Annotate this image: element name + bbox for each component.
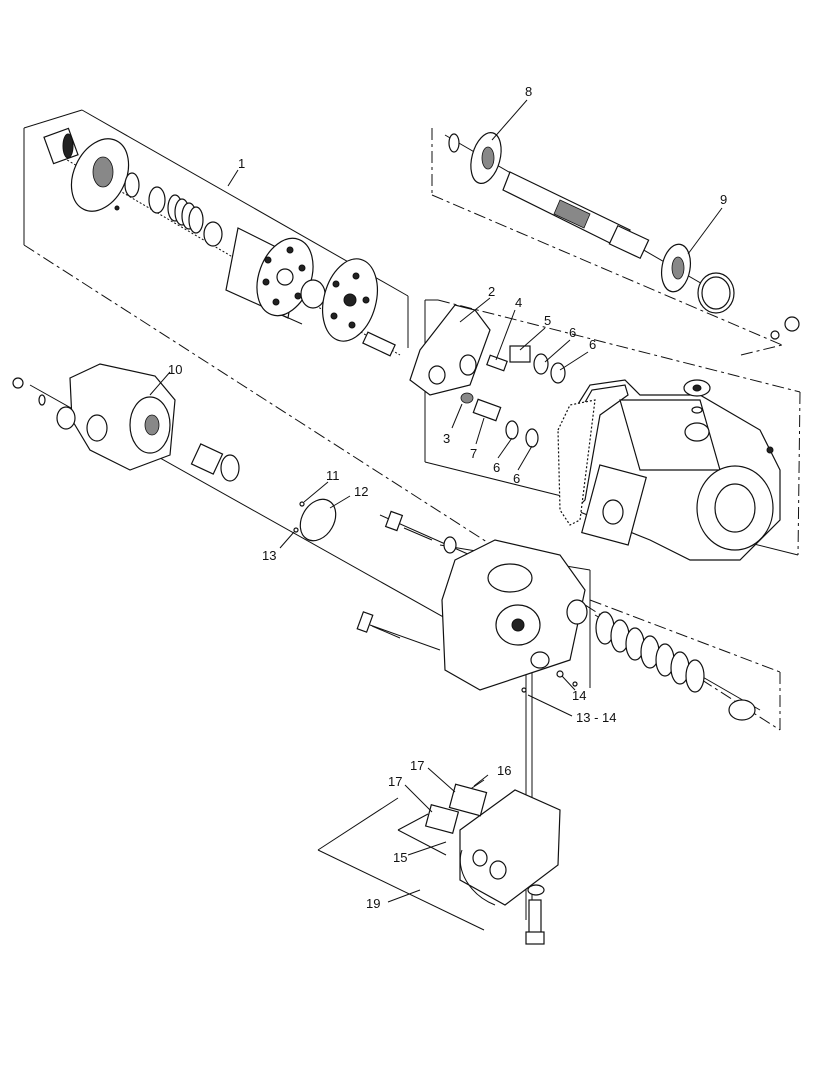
leader-lines — [149, 99, 723, 903]
pump-housing — [557, 316, 800, 561]
label-13: 13 — [262, 548, 276, 563]
label-1: 1 — [238, 156, 245, 171]
label-19: 19 — [366, 896, 380, 911]
solenoid-16-part — [448, 783, 488, 817]
large-spring-part — [595, 611, 705, 693]
label-16: 16 — [497, 763, 511, 778]
oring-12-part — [299, 498, 337, 542]
label-12: 12 — [354, 484, 368, 499]
label-15: 15 — [393, 850, 407, 865]
swashplate-2-part — [409, 304, 491, 396]
label-6-d: 6 — [513, 471, 520, 486]
part-number-labels: 1 2 3 4 5 6 6 6 6 7 8 9 10 11 12 13 14 1… — [168, 84, 727, 911]
label-11: 11 — [326, 468, 340, 483]
shaft-group — [448, 132, 735, 314]
valve-kit-bracket — [317, 779, 485, 931]
rotating-group — [43, 127, 396, 357]
swashplate-group — [409, 304, 566, 448]
label-2: 2 — [488, 284, 495, 299]
ball-3-part — [460, 392, 474, 404]
label-6-b: 6 — [589, 337, 596, 352]
label-4: 4 — [515, 295, 522, 310]
piston-7-part — [472, 398, 502, 422]
label-7: 7 — [470, 446, 477, 461]
valve-block-part — [459, 789, 561, 906]
oring-group — [293, 498, 337, 542]
pin-4-part — [486, 354, 508, 372]
label-10: 10 — [168, 362, 182, 377]
label-8: 8 — [525, 84, 532, 99]
label-6-a: 6 — [569, 325, 576, 340]
label-17-b: 17 — [388, 774, 402, 789]
label-13-14: 13 - 14 — [576, 710, 616, 725]
label-14: 14 — [572, 688, 586, 703]
charge-pump-group — [12, 363, 240, 482]
label-6-c: 6 — [493, 460, 500, 475]
label-5: 5 — [544, 313, 551, 328]
label-9: 9 — [720, 192, 727, 207]
end-cover-group — [356, 510, 756, 721]
label-3: 3 — [443, 431, 450, 446]
solenoid-15-part — [424, 804, 460, 834]
label-17-a: 17 — [410, 758, 424, 773]
piston-5-part — [509, 345, 531, 363]
spring-part — [167, 194, 204, 234]
shaft-kit-bracket — [431, 128, 783, 356]
control-valve-group — [424, 783, 561, 945]
